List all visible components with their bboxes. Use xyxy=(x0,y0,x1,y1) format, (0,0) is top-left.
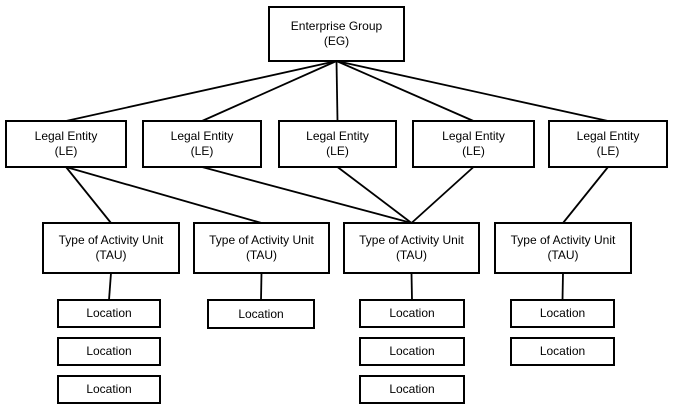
node-label: Location xyxy=(389,344,435,358)
node-location-2-1: Location xyxy=(207,299,315,329)
node-label: Type of Activity Unit xyxy=(510,233,616,247)
edge-tau4-loc4a xyxy=(561,272,564,301)
node-label: Legal Entity xyxy=(306,129,369,143)
node-label: Location xyxy=(539,306,586,320)
node-abbreviation: (TAU) xyxy=(245,248,278,262)
node-label: Location xyxy=(86,306,132,320)
edge-le2-tau3 xyxy=(201,166,412,224)
node-label: Legal Entity xyxy=(442,129,505,143)
edge-le4-tau3 xyxy=(410,166,475,224)
node-activity-unit-1: Type of Activity Unit(TAU) xyxy=(42,222,180,274)
node-label: Location xyxy=(86,344,132,358)
node-label: Location xyxy=(389,382,435,396)
node-location-1-2: Location xyxy=(57,337,161,366)
node-label: Location xyxy=(389,306,435,320)
node-abbreviation: (LE) xyxy=(596,144,620,158)
node-location-1-1: Location xyxy=(57,299,161,328)
node-location-4-2: Location xyxy=(510,337,615,366)
edge-tau3-loc3a xyxy=(410,272,413,301)
node-activity-unit-3: Type of Activity Unit(TAU) xyxy=(343,222,480,274)
node-location-3-1: Location xyxy=(359,299,465,328)
edge-eg-le5 xyxy=(336,60,609,122)
edge-le1-tau1 xyxy=(65,166,112,224)
node-abbreviation: (LE) xyxy=(462,144,485,158)
node-label: Location xyxy=(539,344,586,358)
node-label: Enterprise Group xyxy=(290,19,383,33)
node-enterprise-group: Enterprise Group(EG) xyxy=(268,6,405,62)
node-abbreviation: (TAU) xyxy=(395,248,428,262)
edge-eg-le2 xyxy=(201,60,337,122)
node-activity-unit-2: Type of Activity Unit(TAU) xyxy=(193,222,330,274)
edge-eg-le4 xyxy=(336,60,474,122)
node-legal-entity-4: Legal Entity(LE) xyxy=(412,120,535,168)
node-activity-unit-4: Type of Activity Unit(TAU) xyxy=(494,222,632,274)
node-abbreviation: (LE) xyxy=(54,144,78,158)
node-label: Type of Activity Unit xyxy=(359,233,464,247)
node-location-3-3: Location xyxy=(359,375,465,404)
node-abbreviation: (LE) xyxy=(326,144,349,158)
node-abbreviation: (TAU) xyxy=(95,248,127,262)
node-legal-entity-1: Legal Entity(LE) xyxy=(5,120,127,168)
node-label: Legal Entity xyxy=(576,129,640,143)
edge-le1-tau2 xyxy=(65,166,262,224)
node-label: Legal Entity xyxy=(170,129,234,143)
node-location-3-2: Location xyxy=(359,337,465,366)
node-label: Type of Activity Unit xyxy=(58,233,164,247)
edge-le3-tau3 xyxy=(336,166,413,224)
node-abbreviation: (EG) xyxy=(323,34,350,48)
node-label: Location xyxy=(86,382,132,396)
node-legal-entity-5: Legal Entity(LE) xyxy=(548,120,668,168)
node-legal-entity-3: Legal Entity(LE) xyxy=(278,120,397,168)
node-label: Type of Activity Unit xyxy=(209,233,314,247)
edge-eg-le3 xyxy=(335,60,339,122)
node-abbreviation: (TAU) xyxy=(547,248,579,262)
edge-tau1-loc1a xyxy=(108,272,112,301)
edge-eg-le1 xyxy=(65,60,337,122)
edge-tau2-loc2a xyxy=(260,272,263,301)
node-location-4-1: Location xyxy=(510,299,615,328)
node-legal-entity-2: Legal Entity(LE) xyxy=(142,120,262,168)
node-location-1-3: Location xyxy=(57,375,161,404)
edge-le5-tau4 xyxy=(562,166,609,224)
node-label: Location xyxy=(238,306,284,321)
node-abbreviation: (LE) xyxy=(190,144,214,158)
node-label: Legal Entity xyxy=(34,129,98,143)
